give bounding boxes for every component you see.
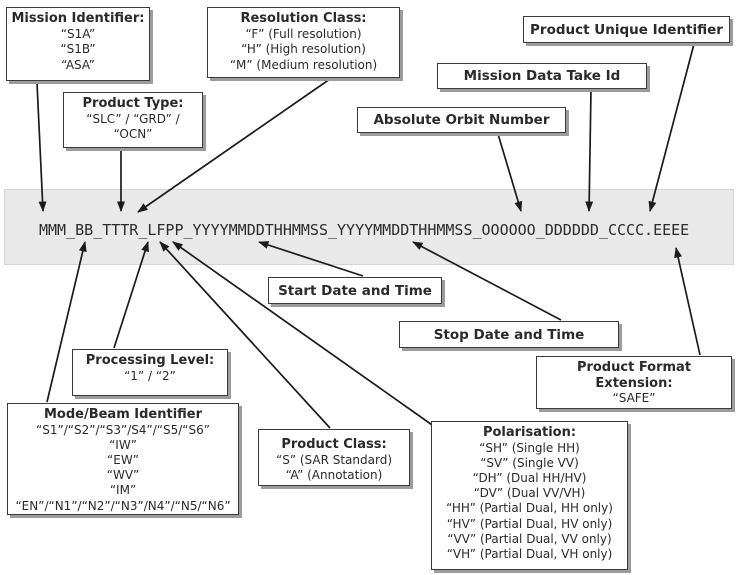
absolute-orbit-number-label: Absolute Orbit Number bbox=[373, 112, 550, 128]
product-unique-identifier-label: Product Unique Identifier bbox=[530, 21, 723, 38]
polarisation-value: “DH” (Dual HH/HV) bbox=[472, 470, 587, 485]
mode-beam-identifier-value: “EN”/“N1”/“N2”/“N3”/N4”/“N5/“N6” bbox=[15, 498, 231, 513]
product-type-value: “OCN” bbox=[113, 127, 153, 141]
product-format-extension-title: Extension: bbox=[595, 375, 673, 391]
product-format-extension-title: Product Format bbox=[576, 360, 692, 375]
product-type-box: Product Type: “SLC” / “GRD” / “OCN” bbox=[63, 92, 203, 148]
product-class-value: “S” (SAR Standard) bbox=[275, 452, 393, 467]
polarisation-title: Polarisation: bbox=[482, 425, 577, 440]
resolution-class-box: Resolution Class: “F” (Full resolution) … bbox=[207, 7, 400, 78]
mode-beam-identifier-title: Mode/Beam Identifier bbox=[43, 407, 203, 422]
resolution-class-value: “F” (Full resolution) bbox=[245, 26, 362, 41]
mission-data-take-id-label: Mission Data Take Id bbox=[463, 68, 621, 84]
resolution-class-value: “H” (High resolution) bbox=[241, 42, 366, 56]
product-unique-identifier-box: Product Unique Identifier bbox=[523, 16, 730, 43]
polarisation-value: “VV” (Partial Dual, VV only) bbox=[447, 531, 612, 546]
polarisation-value: “DV” (Dual VV/VH) bbox=[473, 486, 586, 501]
stop-date-time-box: Stop Date and Time bbox=[399, 321, 619, 348]
product-type-title: Product Type: bbox=[82, 96, 184, 111]
polarisation-value: “SH” (Single HH) bbox=[479, 440, 580, 455]
mission-identifier-value: “S1B” bbox=[60, 42, 96, 56]
mode-beam-identifier-value: “S1”/“S2”/“S3”/S4”/“S5/“S6” bbox=[36, 422, 210, 437]
mission-identifier-value: “ASA” bbox=[61, 57, 95, 72]
polarisation-value: “VH” (Partial Dual, VH only) bbox=[446, 546, 613, 561]
arrow-polarisation bbox=[172, 241, 436, 428]
mode-beam-identifier-value: “EW” bbox=[107, 452, 139, 467]
arrow-product-class bbox=[159, 241, 331, 429]
mode-beam-identifier-value: “IW” bbox=[109, 437, 137, 452]
product-class-title: Product Class: bbox=[281, 437, 387, 452]
processing-level-box: Processing Level: “1” / “2” bbox=[72, 349, 228, 396]
mission-identifier-box: Mission Identifier: “S1A” “S1B” “ASA” bbox=[6, 7, 150, 81]
product-format-extension-value: “SAFE” bbox=[612, 391, 656, 405]
mode-beam-identifier-box: Mode/Beam Identifier “S1”/“S2”/“S3”/S4”/… bbox=[7, 403, 239, 515]
processing-level-title: Processing Level: bbox=[85, 353, 215, 368]
product-format-extension-box: Product Format Extension: “SAFE” bbox=[536, 356, 732, 409]
resolution-class-value: “M” (Medium resolution) bbox=[229, 57, 378, 72]
polarisation-box: Polarisation: “SH” (Single HH) “SV” (Sin… bbox=[431, 421, 628, 570]
start-date-time-label: Start Date and Time bbox=[278, 282, 432, 299]
mission-identifier-value: “S1A” bbox=[60, 26, 96, 41]
resolution-class-title: Resolution Class: bbox=[240, 11, 367, 26]
product-class-box: Product Class: “S” (SAR Standard) “A” (A… bbox=[258, 429, 410, 486]
filename-band: MMM_BB_TTTR_LFPP_YYYYMMDDTHHMMSS_YYYYMMD… bbox=[4, 189, 734, 265]
polarisation-value: “HV” (Partial Dual, HV only) bbox=[446, 516, 613, 531]
polarisation-value: “HH” (Partial Dual, HH only) bbox=[446, 501, 613, 516]
polarisation-value: “SV” (Single VV) bbox=[480, 455, 579, 470]
product-type-value: “SLC” / “GRD” / bbox=[86, 111, 180, 126]
filename-pattern: MMM_BB_TTTR_LFPP_YYYYMMDDTHHMMSS_YYYYMMD… bbox=[39, 221, 690, 239]
start-date-time-box: Start Date and Time bbox=[268, 277, 442, 304]
absolute-orbit-number-box: Absolute Orbit Number bbox=[357, 107, 566, 133]
mode-beam-identifier-value: “WV” bbox=[106, 468, 140, 483]
processing-level-value: “1” / “2” bbox=[124, 368, 176, 383]
product-class-value: “A” (Annotation) bbox=[285, 468, 383, 482]
mission-identifier-title: Mission Identifier: bbox=[11, 11, 145, 26]
arrow-product-unique-identifier bbox=[648, 43, 695, 212]
stop-date-time-label: Stop Date and Time bbox=[433, 326, 585, 343]
mode-beam-identifier-value: “IM” bbox=[109, 483, 137, 498]
mission-data-take-id-box: Mission Data Take Id bbox=[437, 63, 647, 89]
